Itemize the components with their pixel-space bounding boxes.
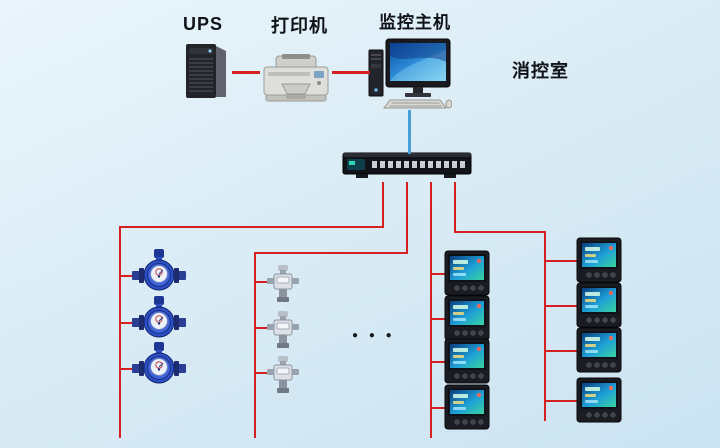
trunk-power-right bbox=[544, 231, 546, 421]
stub-power-left-4 bbox=[430, 407, 446, 409]
trunk-water-meters bbox=[119, 226, 121, 438]
stub-power-left-1 bbox=[430, 273, 446, 275]
power-meter-icon bbox=[576, 282, 622, 328]
stub-power-right-1 bbox=[544, 260, 578, 262]
sensor-transmitter-icon bbox=[266, 264, 300, 304]
more-devices-ellipsis: ● ● ● bbox=[352, 330, 396, 341]
stub-power-right-3 bbox=[544, 350, 578, 352]
ups-tower-icon bbox=[176, 40, 232, 100]
printer-icon bbox=[260, 52, 332, 106]
power-meter-right-3 bbox=[576, 327, 622, 373]
trunk-sensors bbox=[254, 252, 256, 438]
bus-sensors bbox=[254, 252, 408, 254]
power-meter-right-2 bbox=[576, 282, 622, 328]
sensor-1 bbox=[266, 264, 300, 304]
stub-water-meter-1 bbox=[119, 275, 139, 277]
power-meter-left-3 bbox=[444, 338, 490, 384]
trunk-power-left bbox=[430, 182, 432, 438]
power-meter-icon bbox=[576, 327, 622, 373]
ups-device bbox=[176, 40, 232, 100]
printer-label: 打印机 bbox=[271, 16, 328, 36]
stub-power-left-3 bbox=[430, 361, 446, 363]
power-meter-left-2 bbox=[444, 295, 490, 341]
power-meter-left-1 bbox=[444, 250, 490, 296]
control-room-label: 消控室 bbox=[512, 61, 569, 81]
bus-water-meters bbox=[119, 226, 384, 228]
power-meter-icon bbox=[444, 295, 490, 341]
power-meter-icon bbox=[576, 377, 622, 423]
drop-branch-2 bbox=[406, 182, 408, 254]
water-meter-3 bbox=[132, 341, 186, 387]
water-meter-icon bbox=[132, 341, 186, 387]
stub-water-meter-3 bbox=[119, 368, 139, 370]
power-meter-icon bbox=[444, 338, 490, 384]
water-meter-icon bbox=[132, 248, 186, 294]
power-meter-icon bbox=[576, 237, 622, 283]
sensor-3 bbox=[266, 355, 300, 395]
host-label: 监控主机 bbox=[379, 13, 451, 32]
stub-water-meter-2 bbox=[119, 322, 139, 324]
power-meter-icon bbox=[444, 250, 490, 296]
host-computer-icon bbox=[368, 38, 452, 110]
data-collector-device bbox=[342, 150, 472, 182]
power-meter-right-4 bbox=[576, 377, 622, 423]
sensor-transmitter-icon bbox=[266, 310, 300, 350]
power-meter-left-4 bbox=[444, 384, 490, 430]
wire-host-collector bbox=[408, 110, 411, 154]
stub-power-left-2 bbox=[430, 318, 446, 320]
switch-rack-icon bbox=[342, 150, 472, 182]
water-meter-1 bbox=[132, 248, 186, 294]
power-meter-icon bbox=[444, 384, 490, 430]
water-meter-icon bbox=[132, 295, 186, 341]
sensor-2 bbox=[266, 310, 300, 350]
host-computer-device bbox=[368, 38, 452, 110]
bus-power-right bbox=[454, 231, 546, 233]
water-meter-2 bbox=[132, 295, 186, 341]
ups-label: UPS bbox=[183, 14, 224, 34]
wire-printer-host bbox=[332, 71, 370, 74]
printer-device bbox=[260, 52, 332, 106]
wire-ups-printer bbox=[232, 71, 260, 74]
stub-sensor-1 bbox=[254, 281, 272, 283]
drop-branch-4 bbox=[454, 182, 456, 233]
stub-power-right-2 bbox=[544, 305, 578, 307]
stub-sensor-2 bbox=[254, 327, 272, 329]
drop-branch-1 bbox=[382, 182, 384, 228]
sensor-transmitter-icon bbox=[266, 355, 300, 395]
stub-power-right-4 bbox=[544, 400, 578, 402]
power-meter-right-1 bbox=[576, 237, 622, 283]
stub-sensor-3 bbox=[254, 372, 272, 374]
